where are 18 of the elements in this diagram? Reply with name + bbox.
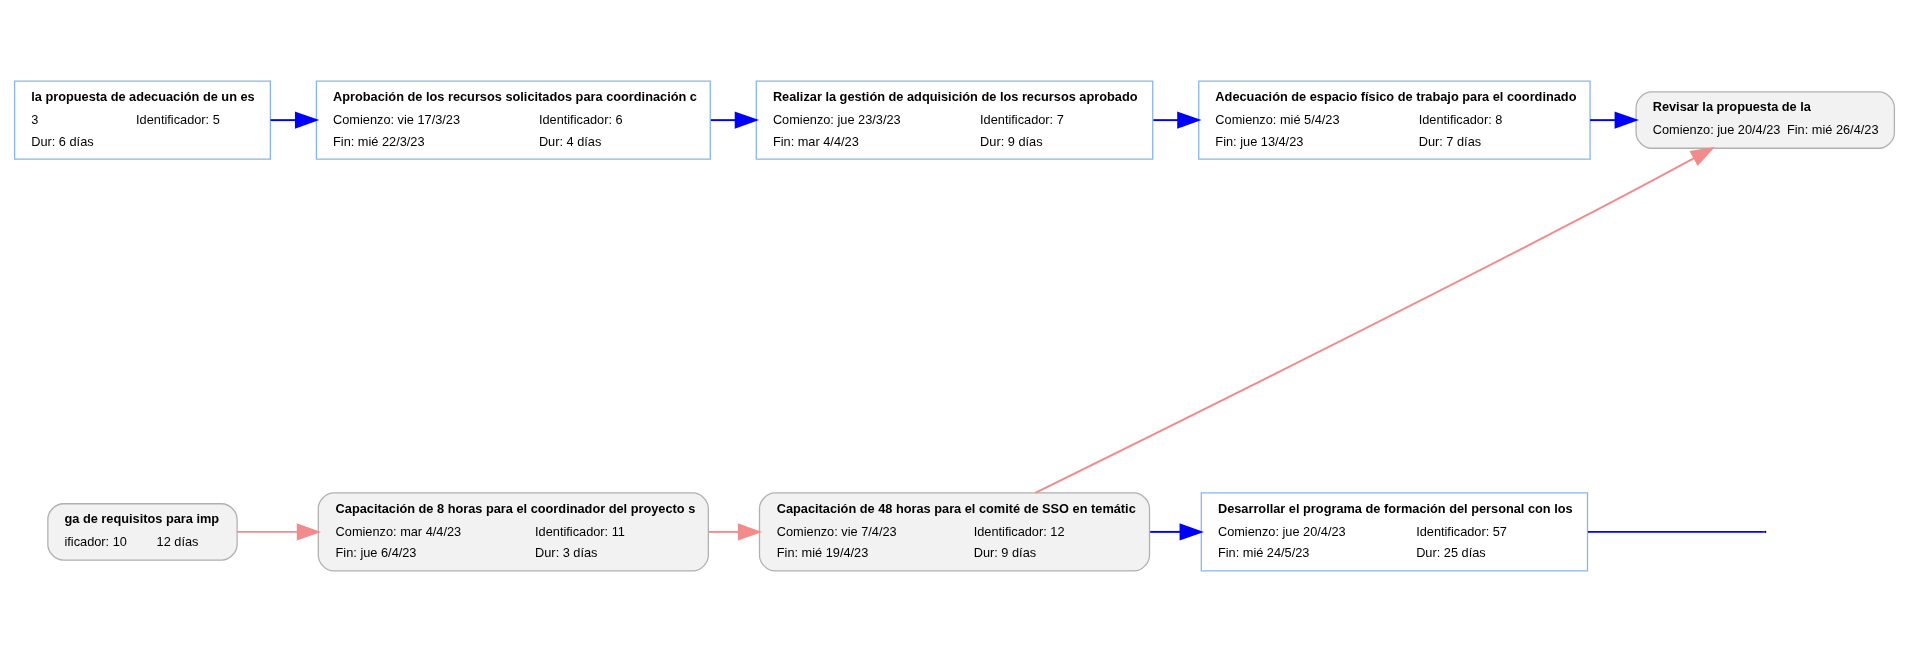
connector xyxy=(1586,530,1765,533)
node-box: Realizar la gestión de adquisición de los recursos aprobado Comienzo: jue 23/3/23 Identificador: 7 Fin: mar 4/4/23 Dur: 9 días xyxy=(755,80,1153,160)
node-box: Capacitación de 8 horas para el coordinador del proyecto s Comienzo: mar 4/4/23 Identificador: 11 Fin: jue 6/4/23 Dur: 3 días xyxy=(317,492,709,572)
arrow xyxy=(1033,146,1715,494)
node-box: Aprobación de los recursos solicitados para coordinación c Comienzo: vie 17/3/23 Identificador: 6 Fin: mié 22/3/23 Dur: 4 días xyxy=(315,80,711,160)
node-box: Adecuación de espacio físico de trabajo para el coordinado Comienzo: mié 5/4/23 Identificador: 8 Fin: jue 13/4/23 Dur: 7 días xyxy=(1197,80,1591,160)
arrow xyxy=(709,111,759,129)
node-box: Revisar la propuesta de la Comienzo: jue 20/4/23 Fin: mié 26/4/23 xyxy=(1634,91,1895,149)
arrow xyxy=(1151,111,1202,129)
arrow xyxy=(235,523,321,541)
node-box: la propuesta de adecuación de un es 3 Identificador: 5 Dur: 6 días xyxy=(13,80,271,160)
node-box: Capacitación de 48 horas para el comité de SSO en temátic Comienzo: vie 7/4/23 Identificador: 12 Fin: mié 19/4/23 Dur: 9 días xyxy=(758,492,1150,572)
node-box: ga de requisitos para imp ificador: 10 12 días xyxy=(46,503,238,561)
node-box: Desarrollar el programa de formación del personal con los Comienzo: jue 20/4/23 Identificador: 57 Fin: mié 24/5/23 Dur: 25 días xyxy=(1200,492,1588,572)
arrow xyxy=(1148,523,1204,541)
arrow xyxy=(707,523,762,541)
arrow xyxy=(269,111,319,129)
arrow xyxy=(1588,111,1639,129)
